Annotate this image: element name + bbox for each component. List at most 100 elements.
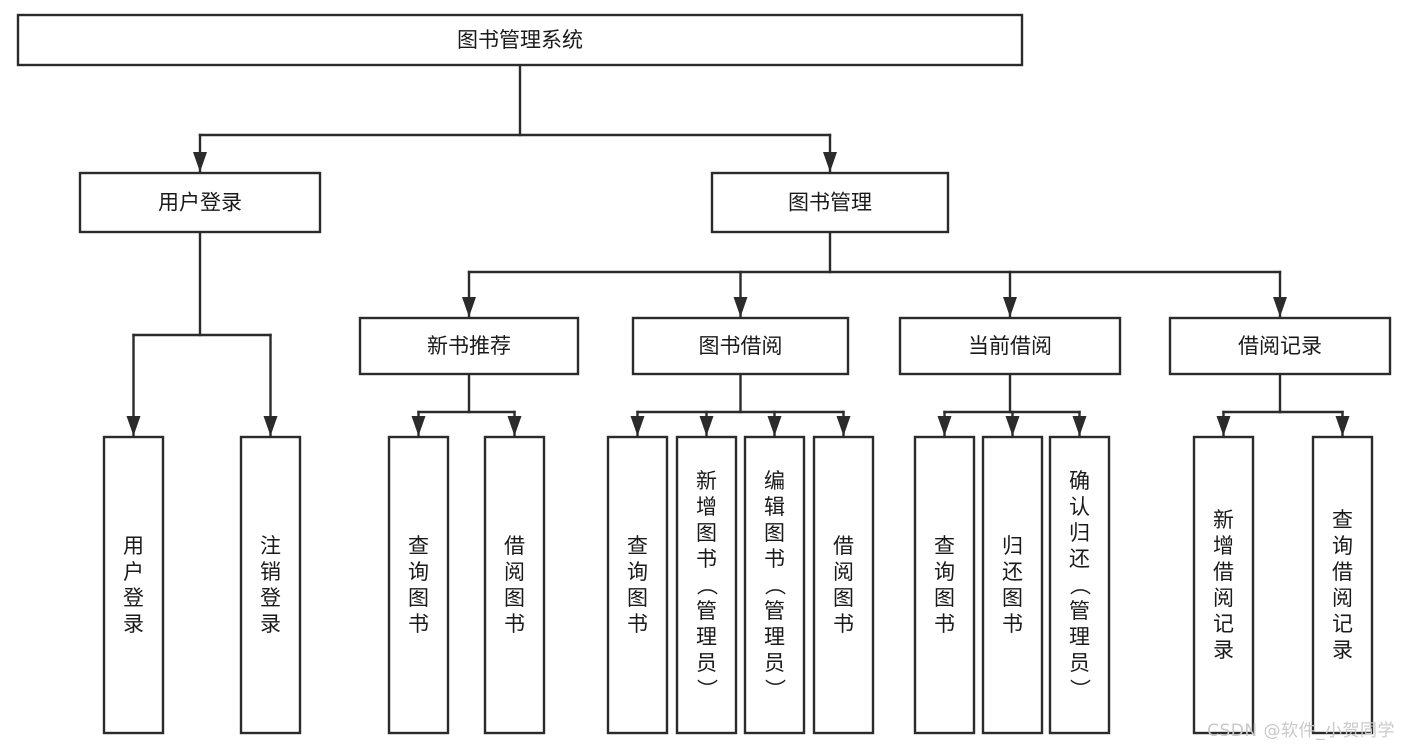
node-box <box>483 435 546 735</box>
node-label-char: 增 <box>1213 534 1234 558</box>
node-label: 用户登录 <box>158 191 242 215</box>
node-label-char: 户 <box>123 560 144 584</box>
node-label-char: 图 <box>1002 586 1023 610</box>
node-label-char: 图 <box>627 586 648 610</box>
node-label-char: 确 <box>1069 469 1090 493</box>
node-level3-1[interactable]: 图书借阅 <box>631 316 850 376</box>
node-label-char: 借 <box>833 534 854 558</box>
node-label-char: 员 <box>1069 651 1090 675</box>
node-label-char: 员 <box>764 651 785 675</box>
node-label-char: 阅 <box>1332 586 1353 610</box>
node-label-char: 书 <box>934 612 955 636</box>
node-level3-2[interactable]: 当前借阅 <box>898 316 1122 376</box>
arrow-head-icon <box>836 416 851 436</box>
node-label-char: 归 <box>1069 521 1090 545</box>
node-box <box>358 316 580 376</box>
node-label-char: 辑 <box>764 495 785 519</box>
arrow-head-icon <box>507 416 522 436</box>
node-label: 图书管理系统 <box>457 28 583 52</box>
node-label-char: 记 <box>1332 612 1353 636</box>
node-box <box>981 435 1044 735</box>
node-label-char: 图 <box>934 586 955 610</box>
node-box <box>812 435 875 735</box>
node-box <box>78 171 322 234</box>
node-box <box>239 435 302 735</box>
node-label-char: 书 <box>833 612 854 636</box>
node-box <box>898 316 1122 376</box>
node-label-char: ） <box>763 679 787 700</box>
node-label-char: ） <box>695 679 719 700</box>
node-label-char: 图 <box>833 586 854 610</box>
node-level2-1[interactable]: 图书管理 <box>710 171 950 234</box>
node-level3-3[interactable]: 借阅记录 <box>1168 316 1392 376</box>
node-label-char: 理 <box>764 625 785 649</box>
node-label-char: 登 <box>260 586 281 610</box>
node-label-char: （ <box>695 575 719 596</box>
node-label-char: 借 <box>1332 560 1353 584</box>
node-label-char: （ <box>1068 575 1092 596</box>
node-label-char: 借 <box>1213 560 1234 584</box>
node-root-图书管理系统[interactable]: 图书管理系统 <box>16 13 1024 67</box>
node-label-char: 查 <box>408 534 429 558</box>
node-label-char: 注 <box>260 534 281 558</box>
node-label-char: 书 <box>1002 612 1023 636</box>
node-layer: 图书管理系统用户登录图书管理新书推荐图书借阅当前借阅借阅记录用户登录注销登录查询… <box>16 13 1392 735</box>
node-box <box>102 435 165 735</box>
node-label-char: 还 <box>1069 547 1090 571</box>
node-level3-0[interactable]: 新书推荐 <box>358 316 580 376</box>
node-label-char: 录 <box>1332 638 1353 662</box>
node-leaf-0[interactable]: 用户登录 <box>102 435 165 735</box>
node-label-char: 还 <box>1002 560 1023 584</box>
node-label-char: 用 <box>123 534 144 558</box>
node-label-char: 增 <box>696 495 717 519</box>
node-label-char: 阅 <box>833 560 854 584</box>
node-label-char: 录 <box>123 612 144 636</box>
node-label-char: 认 <box>1069 495 1090 519</box>
arrow-head-icon <box>630 416 645 436</box>
node-box <box>606 435 669 735</box>
node-label-char: 查 <box>934 534 955 558</box>
node-label-char: 员 <box>696 651 717 675</box>
arrow-head-icon <box>767 416 782 436</box>
node-label-char: 新 <box>1213 508 1234 532</box>
node-label-char: 录 <box>260 612 281 636</box>
node-box <box>913 435 976 735</box>
node-label-char: 管 <box>764 599 785 623</box>
node-label-char: 销 <box>260 560 281 584</box>
node-label: 图书借阅 <box>699 334 783 358</box>
node-label: 当前借阅 <box>968 334 1052 358</box>
node-box <box>387 435 450 735</box>
node-label-char: （ <box>763 575 787 596</box>
node-label-char: 询 <box>934 560 955 584</box>
node-label: 借阅记录 <box>1238 334 1322 358</box>
arrow-head-icon <box>1216 416 1231 436</box>
node-label-char: 借 <box>504 534 525 558</box>
arrow-head-icon <box>1003 297 1017 317</box>
node-label-char: 查 <box>1332 508 1353 532</box>
node-label-char: 书 <box>408 612 429 636</box>
node-label-char: 录 <box>1213 638 1234 662</box>
node-label-char: 阅 <box>1213 586 1234 610</box>
node-level2-0[interactable]: 用户登录 <box>78 171 322 234</box>
node-label-char: 编 <box>764 469 785 493</box>
arrow-head-icon <box>1273 297 1287 317</box>
arrow-head-icon <box>126 416 141 436</box>
arrow-head-icon <box>462 297 476 317</box>
node-label-char: 图 <box>764 521 785 545</box>
node-box <box>675 435 738 735</box>
node-box <box>1048 435 1111 735</box>
